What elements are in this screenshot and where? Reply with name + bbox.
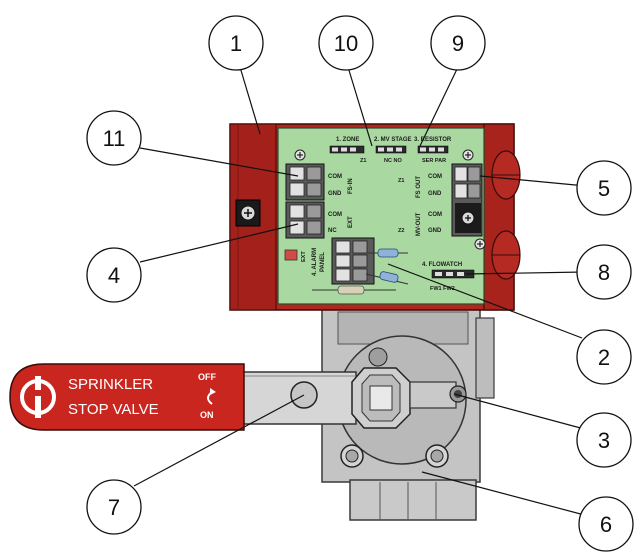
pcb-label-gnd-r2: GND (428, 228, 442, 234)
pcb-label-fw1-fw2: FW1 FW2 (430, 286, 455, 292)
callout-label: 9 (452, 31, 464, 56)
pcb-label-gnd-1: GND (328, 191, 342, 197)
pcb-label-flowatch: 4. FLOWATCH (422, 262, 462, 268)
handle-on-label: ON (200, 410, 214, 420)
pcb-label-nc-no: NC NO (384, 158, 402, 164)
pcb-label-com-1: COM (328, 174, 342, 180)
pcb-label-resistor: 3. RESISTOR (414, 137, 452, 143)
callout-8: 8 (576, 244, 632, 300)
pcb-label-zone: 1. ZONE (336, 137, 359, 143)
pcb-label-z1-small: Z1 (360, 158, 366, 164)
callout-label: 11 (103, 126, 126, 151)
callout-2: 2 (576, 329, 632, 385)
screw-icon (461, 211, 475, 225)
pcb-label-com-r2: COM (428, 212, 442, 218)
callout-label: 7 (108, 495, 120, 520)
pcb-label-fs-out: FS OUT (416, 176, 422, 198)
pcb-label-z1: Z1 (398, 178, 404, 184)
callout-label: 5 (598, 176, 610, 201)
brand-logo-icon (20, 376, 56, 418)
callout-9: 9 (430, 15, 486, 71)
resistor-2 (365, 271, 409, 285)
body-bolt-left (340, 444, 364, 468)
handle-label-line2: STOP VALVE (68, 401, 159, 418)
callout-10: 10 (318, 15, 374, 71)
handle-grip (9, 363, 245, 431)
resistor-3 (312, 285, 396, 295)
callout-label: 3 (598, 428, 610, 453)
callout-label: 8 (598, 260, 610, 285)
pcb-label-ext: EXT (348, 216, 354, 228)
callout-label: 6 (600, 512, 612, 537)
pcb-label-gnd-r1: GND (428, 191, 442, 197)
callout-3: 3 (576, 412, 632, 468)
pcb-label-ser-par: SER PAR (422, 158, 446, 164)
leader-lines (133, 66, 593, 518)
valve-handle: SPRINKLER STOP VALVE OFF ON (9, 363, 357, 431)
callout-6: 6 (578, 496, 634, 552)
pcb-label-panel: PANEL (320, 252, 326, 272)
conduit-entry-top (491, 150, 521, 200)
callout-label: 1 (230, 31, 242, 56)
callout-label: 10 (334, 31, 358, 56)
pcb-label-ext-small: EXT (301, 251, 307, 262)
terminal-block-ext (285, 201, 325, 239)
pcb-label-mv-out: MV-OUT (416, 212, 422, 236)
pcb-label-z2: Z2 (398, 228, 404, 234)
callout-4: 4 (86, 247, 142, 303)
pcb-label-fs-in: FS-IN (348, 178, 354, 194)
stem-nut (351, 367, 467, 429)
pcb-label-com-r1: COM (428, 174, 442, 180)
valve-body (321, 305, 495, 521)
pcb-label-mv-stage: 2. MV STAGE (374, 137, 412, 143)
handle-label-line1: SPRINKLER (68, 376, 153, 393)
screw-icon (240, 205, 256, 221)
callout-5: 5 (576, 160, 632, 216)
pcb-label-nc-2: NC (328, 228, 337, 234)
pcb-label-com-2: COM (328, 212, 342, 218)
pcb-screw-bottom-right (474, 238, 486, 250)
circuit-board: 1. ZONE Z1 2. MV STAGE NC NO 3. RESISTOR… (277, 127, 486, 305)
resistor-1 (366, 248, 408, 258)
callout-label: 4 (108, 263, 120, 288)
terminal-block-fs-in (285, 163, 325, 201)
terminal-block-output (451, 163, 483, 237)
terminal-block-alarm (331, 237, 375, 285)
indicator-led (284, 249, 298, 261)
pcb-label-alarm: 4. ALARM (312, 248, 318, 276)
callout-1: 1 (208, 15, 264, 71)
body-bolt-right (425, 444, 449, 468)
pcb-screw-top-left (294, 149, 306, 161)
handle-off-label: OFF (198, 372, 216, 382)
pcb-screw-top-right (462, 149, 474, 161)
callout-11: 11 (86, 110, 142, 166)
callout-label: 2 (598, 345, 610, 370)
callout-7: 7 (86, 479, 142, 535)
conduit-entry-bottom (491, 230, 521, 280)
